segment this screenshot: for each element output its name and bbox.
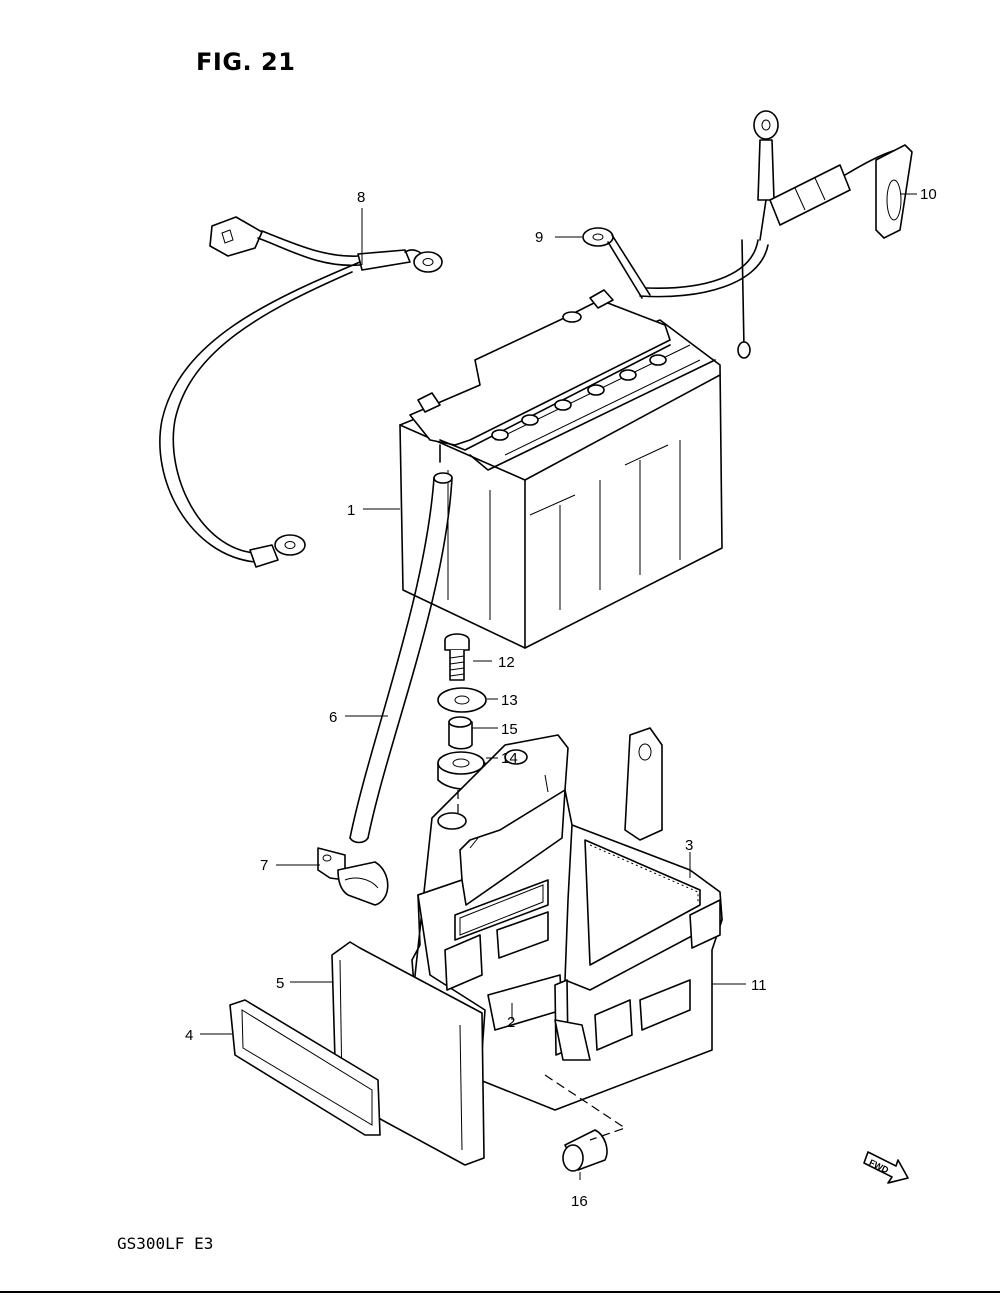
callout-4: 4 (185, 1027, 193, 1044)
leader-lines (200, 193, 917, 1180)
callout-12: 12 (498, 654, 515, 671)
part-11-battery-case (411, 727, 723, 1111)
callout-9: 9 (535, 229, 543, 246)
callout-7: 7 (260, 857, 268, 874)
assembly-lines (457, 790, 627, 1141)
part-3-pad (589, 844, 699, 903)
callout-8: 8 (357, 189, 365, 206)
callout-16: 16 (571, 1193, 588, 1210)
figure-title: FIG. 21 (196, 48, 296, 76)
callout-labels: 1 2 3 4 5 6 7 8 9 10 11 12 13 14 15 16 (185, 186, 937, 1210)
model-code: GS300LF E3 (117, 1234, 214, 1253)
part-13-washer (437, 687, 487, 713)
part-16-cap (562, 1129, 608, 1172)
callout-1: 1 (347, 502, 355, 519)
callout-14: 14 (501, 750, 518, 767)
part-6-breather-tube (349, 472, 453, 844)
callout-5: 5 (276, 975, 284, 992)
callout-3: 3 (685, 837, 693, 854)
battery-cell-caps (491, 354, 667, 441)
part-1-battery (399, 289, 723, 649)
fwd-arrow-icon: FWD (863, 1151, 909, 1184)
callout-2: 2 (507, 1014, 515, 1031)
part-15-collar (448, 716, 473, 750)
part-7-clamp (317, 847, 389, 906)
callout-6: 6 (329, 709, 337, 726)
part-10-fuse-holder (769, 144, 913, 239)
part-4-band (229, 999, 381, 1136)
part-8-ground-lead (159, 216, 443, 568)
callout-13: 13 (501, 692, 518, 709)
callout-11: 11 (751, 977, 767, 994)
part-12-bolt (444, 633, 470, 681)
callout-10: 10 (920, 186, 937, 203)
callout-15: 15 (501, 721, 518, 738)
part-9-positive-lead (582, 110, 779, 359)
